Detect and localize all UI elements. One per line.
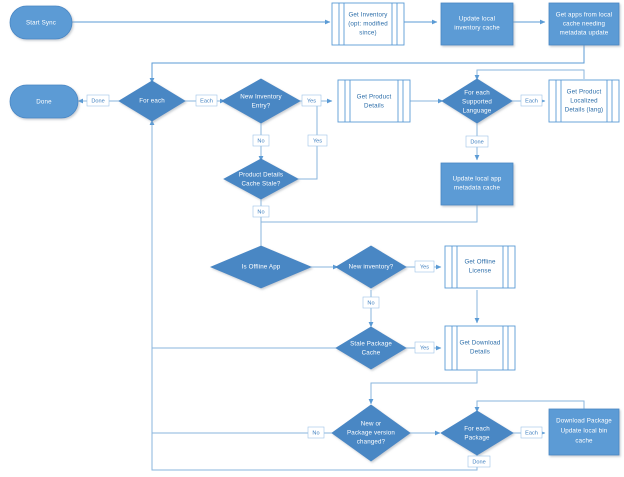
node-for-each-package-line1: For each <box>464 426 490 433</box>
node-download-package-line3: cache <box>575 438 593 445</box>
node-stale-package-cache-line2: Cache <box>362 350 381 357</box>
node-new-inventory-entry-line1: New Inventory <box>240 94 282 101</box>
node-localized-details-line2: Localized <box>570 98 598 105</box>
node-update-local-inventory-cache[interactable]: Update local inventory cache <box>440 2 514 46</box>
edge-label-done-1: Done <box>86 94 110 107</box>
node-start-sync[interactable]: Start Sync <box>9 5 73 40</box>
edge-label-each-3: Each <box>520 426 543 439</box>
node-get-offline-license-line1: Get Offline <box>464 259 496 266</box>
node-stale-package-cache-line1: Stale Package <box>350 341 392 348</box>
node-is-offline-app[interactable]: Is Offline App <box>209 245 313 289</box>
node-get-inventory-line2: (opt: modified <box>348 21 388 28</box>
node-download-package-update-local-bin-cache[interactable]: Download Package Update local bin cache <box>548 408 620 456</box>
node-cache-stale-line2: Cache Stale? <box>242 181 281 188</box>
node-localized-details-line1: Get Product <box>567 89 602 96</box>
node-get-product-details-line1: Get Product <box>357 94 392 101</box>
node-for-each-label: For each <box>139 98 165 105</box>
node-get-inventory[interactable]: Get Inventory (opt: modified since) <box>331 2 405 46</box>
node-get-product-details-line2: Details <box>364 103 384 110</box>
node-new-inventory-entry-line2: Entry? <box>252 103 271 110</box>
node-get-download-details-line1: Get Download <box>459 340 500 347</box>
edge-get-download-details-to-new-or-version-changed <box>368 371 478 405</box>
edge-label-done-2-text: Done <box>470 139 483 145</box>
node-get-apps-line1: Get apps from local <box>556 12 613 19</box>
node-update-local-app-metadata-cache[interactable]: Update local app metadata cache <box>440 162 514 206</box>
edge-label-each-1-text: Each <box>200 98 213 104</box>
edge-label-no-1: No <box>252 134 270 147</box>
edge-cache-stale-yes-to-get-product-details <box>296 101 318 180</box>
node-new-or-version-line1: New or <box>361 421 382 428</box>
edge-label-each-3-text: Each <box>525 430 538 436</box>
nodes-layer: Start Sync Done Get Inventory (opt: modi… <box>9 2 620 462</box>
edge-label-yes-2-text: Yes <box>313 138 322 144</box>
node-done[interactable]: Done <box>9 84 79 119</box>
node-update-app-metadata-line1: Update local app <box>453 176 502 183</box>
edge-label-each-1: Each <box>195 94 218 107</box>
node-product-details-cache-stale[interactable]: Product Details Cache Stale? <box>223 158 299 200</box>
node-update-app-metadata-line2: metadata cache <box>454 185 501 192</box>
node-new-inventory-entry[interactable]: New Inventory Entry? <box>221 78 301 124</box>
node-new-or-version-line2: Package version <box>347 430 395 437</box>
node-get-apps-line2: cache needing <box>563 21 606 28</box>
edge-label-no-1-text: No <box>257 138 264 144</box>
node-get-download-details[interactable]: Get Download Details <box>444 325 516 371</box>
node-get-offline-license[interactable]: Get Offline License <box>444 245 516 289</box>
edge-label-yes-2: Yes <box>307 134 328 147</box>
node-for-each-lang-line2: Supported <box>462 99 492 106</box>
edge-localized-details-loopback <box>474 69 585 81</box>
node-get-apps-line3: metadata update <box>560 30 609 37</box>
edge-label-yes-3: Yes <box>414 260 435 273</box>
edge-download-package-loopback <box>474 400 585 413</box>
node-get-offline-license-line2: License <box>469 268 492 275</box>
edge-label-no-4-text: No <box>312 430 319 436</box>
node-get-inventory-line3: since) <box>359 30 376 37</box>
node-stale-package-cache[interactable]: Stale Package Cache <box>335 326 407 370</box>
edge-for-each-package-done-to-for-each <box>149 119 478 471</box>
node-for-each-package-line2: Package <box>464 435 490 442</box>
edge-get-apps-to-for-each <box>149 45 585 84</box>
node-download-package-line1: Download Package <box>556 418 612 425</box>
node-get-download-details-line2: Details <box>470 349 490 356</box>
edge-label-yes-3-text: Yes <box>420 264 429 270</box>
node-cache-stale-line1: Product Details <box>239 172 283 179</box>
edge-labels-layer: Done Each Yes No Each Done <box>86 94 543 468</box>
edge-label-no-2-text: No <box>257 209 264 215</box>
node-for-each[interactable]: For each <box>118 80 186 122</box>
edge-label-no-2: No <box>252 205 270 218</box>
edge-label-done-3: Done <box>467 455 491 468</box>
node-download-package-line2: Update local bin <box>561 428 608 435</box>
node-localized-details-line3: Details (lang) <box>565 107 604 114</box>
edge-label-each-2-text: Each <box>525 98 538 104</box>
edge-label-done-2: Done <box>465 135 489 148</box>
node-for-each-lang-line1: For each <box>464 90 490 97</box>
node-get-product-details[interactable]: Get Product Details <box>337 79 411 123</box>
node-get-product-localized-details[interactable]: Get Product Localized Details (lang) <box>548 79 620 123</box>
edge-update-app-metadata-to-is-offline-app <box>261 203 478 223</box>
edge-label-yes-4-text: Yes <box>420 345 429 351</box>
node-get-apps-from-local-cache[interactable]: Get apps from local cache needing metada… <box>548 2 620 46</box>
edge-label-done-1-text: Done <box>91 98 104 104</box>
node-start-sync-label: Start Sync <box>26 20 56 27</box>
node-done-label: Done <box>36 99 52 106</box>
node-new-inventory-label: New inventory? <box>349 264 394 271</box>
node-for-each-supported-language[interactable]: For each Supported Language <box>441 78 513 124</box>
node-new-inventory[interactable]: New inventory? <box>335 245 407 289</box>
node-update-local-inventory-cache-line2: inventory cache <box>454 25 500 32</box>
node-new-or-package-version-changed[interactable]: New or Package version changed? <box>331 404 411 462</box>
node-update-local-inventory-cache-line1: Update local <box>459 16 495 23</box>
node-for-each-package[interactable]: For each Package <box>440 410 514 456</box>
node-new-or-version-line3: changed? <box>357 439 386 446</box>
node-get-inventory-line1: Get Inventory <box>348 12 388 19</box>
edge-label-no-3: No <box>362 296 380 309</box>
edge-label-yes-1-text: Yes <box>307 98 316 104</box>
node-for-each-lang-line3: Language <box>463 108 492 115</box>
node-is-offline-app-label: Is Offline App <box>242 264 281 271</box>
edge-label-each-2: Each <box>520 94 543 107</box>
edge-label-yes-1: Yes <box>301 94 322 107</box>
edge-label-no-4: No <box>307 426 325 439</box>
edge-label-no-3-text: No <box>367 300 374 306</box>
edge-label-done-3-text: Done <box>472 459 485 465</box>
edge-label-yes-4: Yes <box>414 341 435 354</box>
